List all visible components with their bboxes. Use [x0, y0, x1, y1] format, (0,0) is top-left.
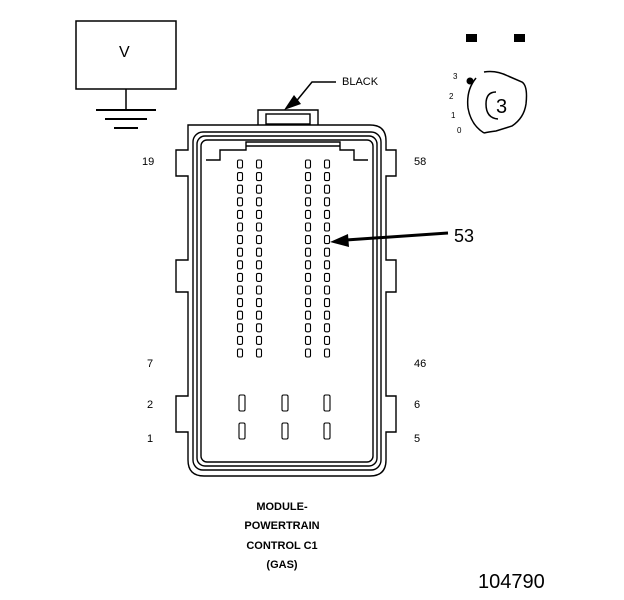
terminal-cavity-5 [236, 209, 244, 219]
terminal-cavity-53 [323, 209, 331, 219]
pin-label-58: 58 [414, 156, 427, 168]
terminal-cavity-24 [255, 247, 263, 257]
terminal-cavity-55 [323, 235, 331, 245]
terminal-cavity-9 [236, 260, 244, 270]
terminal-cavity-37 [304, 209, 312, 219]
terminal-cavity-46 [304, 323, 312, 333]
pin-label-19: 19 [142, 156, 155, 168]
dial-mark-1: 1 [451, 111, 456, 120]
terminal-cavity-4 [236, 197, 244, 207]
terminal-cavity-32 [255, 348, 263, 358]
caption-line-3: CONTROL C1 [246, 540, 318, 552]
caption-line-2: POWERTRAIN [244, 520, 320, 532]
terminal-cavity-44 [304, 298, 312, 308]
terminal-cavity-48 [304, 348, 312, 358]
terminal-cavity-22 [255, 222, 263, 232]
terminal-cavity-17 [255, 159, 263, 169]
terminal-cavity-26 [255, 272, 263, 282]
terminal-cavity-39 [304, 235, 312, 245]
terminal-cavity-14 [236, 323, 244, 333]
terminal-cavity-38 [304, 222, 312, 232]
terminal-cavity-8 [236, 247, 244, 257]
terminal-cavity-21 [255, 209, 263, 219]
terminal-cavity-42 [304, 272, 312, 282]
terminal-cavity-57 [323, 260, 331, 270]
caption-line-4: (GAS) [266, 559, 298, 571]
terminal-cavity-56 [323, 247, 331, 257]
terminal-cavity-54 [323, 222, 331, 232]
pin-label-46: 46 [414, 358, 427, 370]
terminal-cavity-6 [236, 222, 244, 232]
terminal-cavity-40 [304, 247, 312, 257]
terminal-cavity-23 [255, 235, 263, 245]
terminal-callout-label: 53 [454, 226, 475, 246]
terminal-cavity-28 [255, 298, 263, 308]
terminal-cavity-7 [236, 235, 244, 245]
terminal-cavity-30 [255, 323, 263, 333]
terminal-cavity-15 [236, 335, 244, 345]
terminal-cavity-59 [323, 285, 331, 295]
terminal-cavity-51 [323, 184, 331, 194]
terminal-cavity-3 [236, 184, 244, 194]
figure-id: 104790 [478, 571, 545, 593]
color-callout-label: BLACK [342, 76, 379, 88]
terminal-cavity-43 [304, 285, 312, 295]
terminal-cavity-45 [304, 310, 312, 320]
voltmeter-symbol [75, 20, 177, 129]
pin-label-2: 2 [147, 399, 154, 411]
caption-line-1: MODULE- [256, 501, 308, 513]
terminal-cavity-58 [323, 272, 331, 282]
position-dial-icon [466, 34, 528, 134]
voltmeter-label: V [119, 44, 130, 61]
terminal-cavity-19 [255, 184, 263, 194]
terminal-cavity-33 [304, 159, 312, 169]
connector-housing [175, 109, 397, 477]
terminal-cavity-65 [238, 394, 246, 412]
terminal-cavity-62 [323, 323, 331, 333]
terminal-cavity-18 [255, 172, 263, 182]
terminal-cavity-49 [323, 159, 331, 169]
dial-mark-3: 3 [453, 72, 458, 81]
dial-selected-position: 3 [496, 96, 508, 118]
terminal-cavity-47 [304, 335, 312, 345]
terminal-cavities [236, 159, 331, 440]
terminal-cavity-12 [236, 298, 244, 308]
terminal-cavity-64 [323, 348, 331, 358]
terminal-cavity-36 [304, 197, 312, 207]
terminal-cavity-2 [236, 172, 244, 182]
dial-mark-2: 2 [449, 92, 454, 101]
terminal-cavity-41 [304, 260, 312, 270]
terminal-cavity-69 [323, 394, 331, 412]
terminal-cavity-31 [255, 335, 263, 345]
terminal-cavity-11 [236, 285, 244, 295]
terminal-cavity-61 [323, 310, 331, 320]
terminal-cavity-35 [304, 184, 312, 194]
terminal-cavity-63 [323, 335, 331, 345]
pin-label-1: 1 [147, 433, 154, 445]
pin-label-5: 5 [414, 433, 421, 445]
pin-label-6: 6 [414, 399, 421, 411]
terminal-cavity-27 [255, 285, 263, 295]
dial-mark-0: 0 [457, 126, 462, 135]
terminal-cavity-67 [281, 394, 289, 412]
terminal-cavity-13 [236, 310, 244, 320]
terminal-cavity-1 [236, 159, 244, 169]
pin-label-7: 7 [147, 358, 154, 370]
callout-arrows [284, 81, 449, 247]
terminal-cavity-25 [255, 260, 263, 270]
terminal-cavity-34 [304, 172, 312, 182]
terminal-cavity-50 [323, 172, 331, 182]
terminal-cavity-60 [323, 298, 331, 308]
terminal-cavity-20 [255, 197, 263, 207]
terminal-cavity-16 [236, 348, 244, 358]
terminal-cavity-52 [323, 197, 331, 207]
terminal-cavity-68 [281, 422, 289, 440]
terminal-cavity-66 [238, 422, 246, 440]
terminal-cavity-29 [255, 310, 263, 320]
terminal-cavity-10 [236, 272, 244, 282]
terminal-cavity-70 [323, 422, 331, 440]
